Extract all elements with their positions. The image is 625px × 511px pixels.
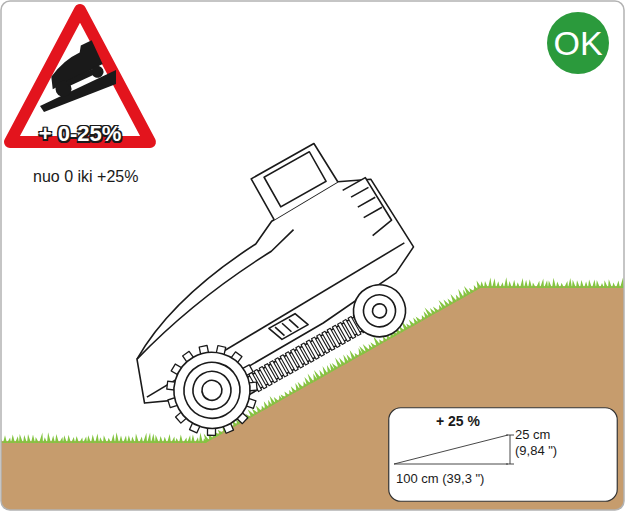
rise-dimension: 25 cm (9,84 ")	[515, 427, 577, 460]
slope-range: + 0-25%	[39, 120, 122, 148]
inset-outline	[388, 407, 618, 502]
label-holder: nuo 0 iki +25%	[33, 168, 138, 186]
slope-percent: + 25 %	[436, 413, 480, 431]
slope-inset: + 25 % 25 cm (9,84 ") 100 cm (39,3 ")	[388, 407, 618, 502]
run-dimension: 100 cm (39,3 ")	[396, 471, 484, 487]
slope-note: nuo 0 iki +25%	[33, 168, 138, 186]
ok-mark: OK	[553, 22, 602, 65]
ok-badge: OK	[547, 12, 609, 74]
warning-sign: + 0-25%	[4, 2, 156, 152]
